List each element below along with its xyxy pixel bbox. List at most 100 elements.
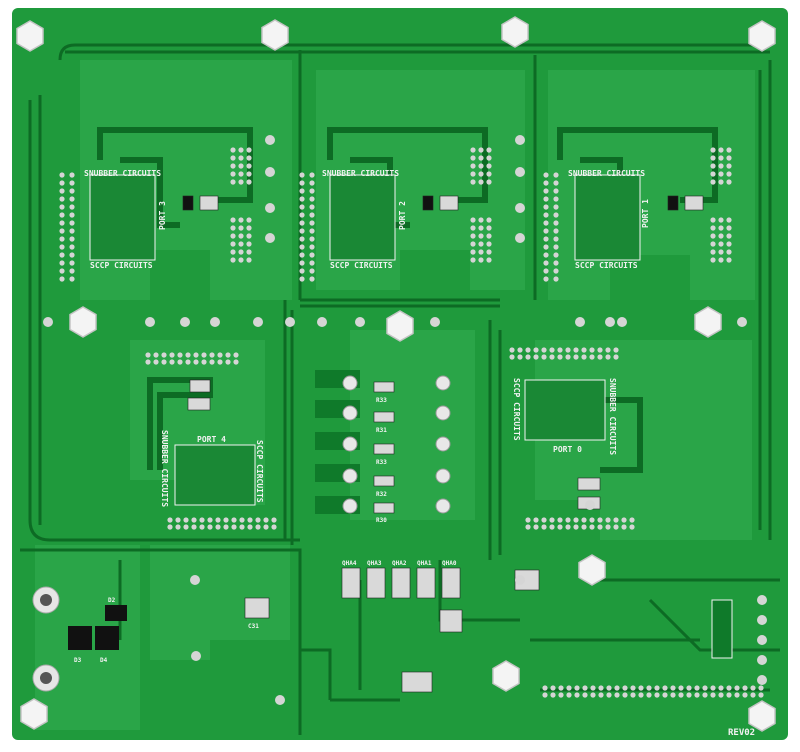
- via-pad: [726, 147, 732, 153]
- via-pad: [255, 524, 261, 530]
- via-pad: [59, 172, 65, 178]
- via-pad: [533, 524, 539, 530]
- via-pad: [574, 685, 580, 691]
- via-pad: [662, 692, 668, 698]
- connector-2x8: [711, 599, 733, 659]
- via-pad: [541, 354, 547, 360]
- via-pad: [238, 225, 244, 231]
- qha-row: [341, 567, 461, 599]
- via-pad: [622, 692, 628, 698]
- via-pad: [758, 685, 764, 691]
- via-pad: [566, 685, 572, 691]
- via-pad: [69, 220, 75, 226]
- via-pad: [486, 147, 492, 153]
- via-pad: [239, 524, 245, 530]
- via-pad: [309, 244, 315, 250]
- via-pad: [59, 252, 65, 258]
- via-pad: [246, 233, 252, 239]
- via-pad: [718, 163, 724, 169]
- via-pad: [223, 524, 229, 530]
- via-pad: [201, 352, 207, 358]
- via-pad: [217, 352, 223, 358]
- via-pad: [574, 692, 580, 698]
- nylon-standoff-icon: [20, 698, 48, 730]
- via-pad: [59, 260, 65, 266]
- via-pad: [515, 203, 525, 213]
- via-pad: [718, 233, 724, 239]
- via-pad: [59, 188, 65, 194]
- via-pad: [470, 179, 476, 185]
- via-pad: [299, 268, 305, 274]
- d4-label: D4: [100, 657, 108, 664]
- via-pad: [710, 685, 716, 691]
- via-pad: [517, 347, 523, 353]
- via-pad: [230, 163, 236, 169]
- center-pads: [342, 375, 451, 514]
- via-pad: [230, 241, 236, 247]
- via-pad: [246, 163, 252, 169]
- nylon-standoff-icon: [261, 19, 289, 51]
- port-2-label: PORT 2: [398, 201, 407, 230]
- via-pad: [69, 196, 75, 202]
- via-pad: [553, 244, 559, 250]
- via-pad: [605, 317, 615, 327]
- via-pad: [581, 347, 587, 353]
- via-pad: [486, 171, 492, 177]
- via-pad: [678, 692, 684, 698]
- via-pad: [525, 354, 531, 360]
- via-pad: [718, 155, 724, 161]
- via-pad: [167, 524, 173, 530]
- via-pad: [59, 204, 65, 210]
- via-pad: [726, 225, 732, 231]
- via-pad: [180, 317, 190, 327]
- via-pad: [309, 252, 315, 258]
- via-pad: [533, 517, 539, 523]
- nylon-standoff-icon: [492, 660, 520, 692]
- via-pad: [230, 171, 236, 177]
- via-pad: [69, 188, 75, 194]
- port-4-sccp-label: SCCP CIRCUITS: [255, 440, 264, 503]
- via-pad: [613, 517, 619, 523]
- via-pad: [606, 685, 612, 691]
- via-pad: [542, 685, 548, 691]
- standoffs: [16, 16, 776, 732]
- via-pad: [585, 500, 595, 510]
- via-pad: [299, 228, 305, 234]
- via-pad: [710, 692, 716, 698]
- via-pad: [557, 524, 563, 530]
- via-pad: [230, 217, 236, 223]
- via-pad: [553, 212, 559, 218]
- via-pad: [726, 692, 732, 698]
- via-pad: [238, 147, 244, 153]
- nylon-standoff-icon: [578, 554, 606, 586]
- via-pad: [553, 172, 559, 178]
- via-pad: [223, 517, 229, 523]
- via-pad: [710, 163, 716, 169]
- via-pad: [646, 685, 652, 691]
- via-pad: [486, 155, 492, 161]
- via-pad: [553, 252, 559, 258]
- port-0-sccp-label: SCCP CIRCUITS: [512, 378, 521, 441]
- via-pad: [558, 685, 564, 691]
- via-pad: [622, 685, 628, 691]
- via-pad: [271, 517, 277, 523]
- via-pad: [678, 685, 684, 691]
- via-pad: [177, 352, 183, 358]
- port-1-label: PORT 1: [641, 199, 650, 228]
- via-pad: [470, 225, 476, 231]
- via-pad: [629, 517, 635, 523]
- via-pad: [238, 233, 244, 239]
- via-pad: [233, 359, 239, 365]
- via-pad: [263, 517, 269, 523]
- port-4-label: PORT 4: [197, 435, 226, 444]
- port-4-snubber-label: SNUBBER CIRCUITS: [160, 430, 169, 507]
- via-pad: [614, 685, 620, 691]
- via-pad: [355, 317, 365, 327]
- via-pad: [246, 179, 252, 185]
- via-pad: [515, 233, 525, 243]
- via-pad: [565, 354, 571, 360]
- via-pad: [606, 692, 612, 698]
- port-2-module: SNUBBER CIRCUITS PORT 2 SCCP CIRCUITS: [322, 169, 407, 270]
- via-pad: [543, 236, 549, 242]
- via-pad: [309, 172, 315, 178]
